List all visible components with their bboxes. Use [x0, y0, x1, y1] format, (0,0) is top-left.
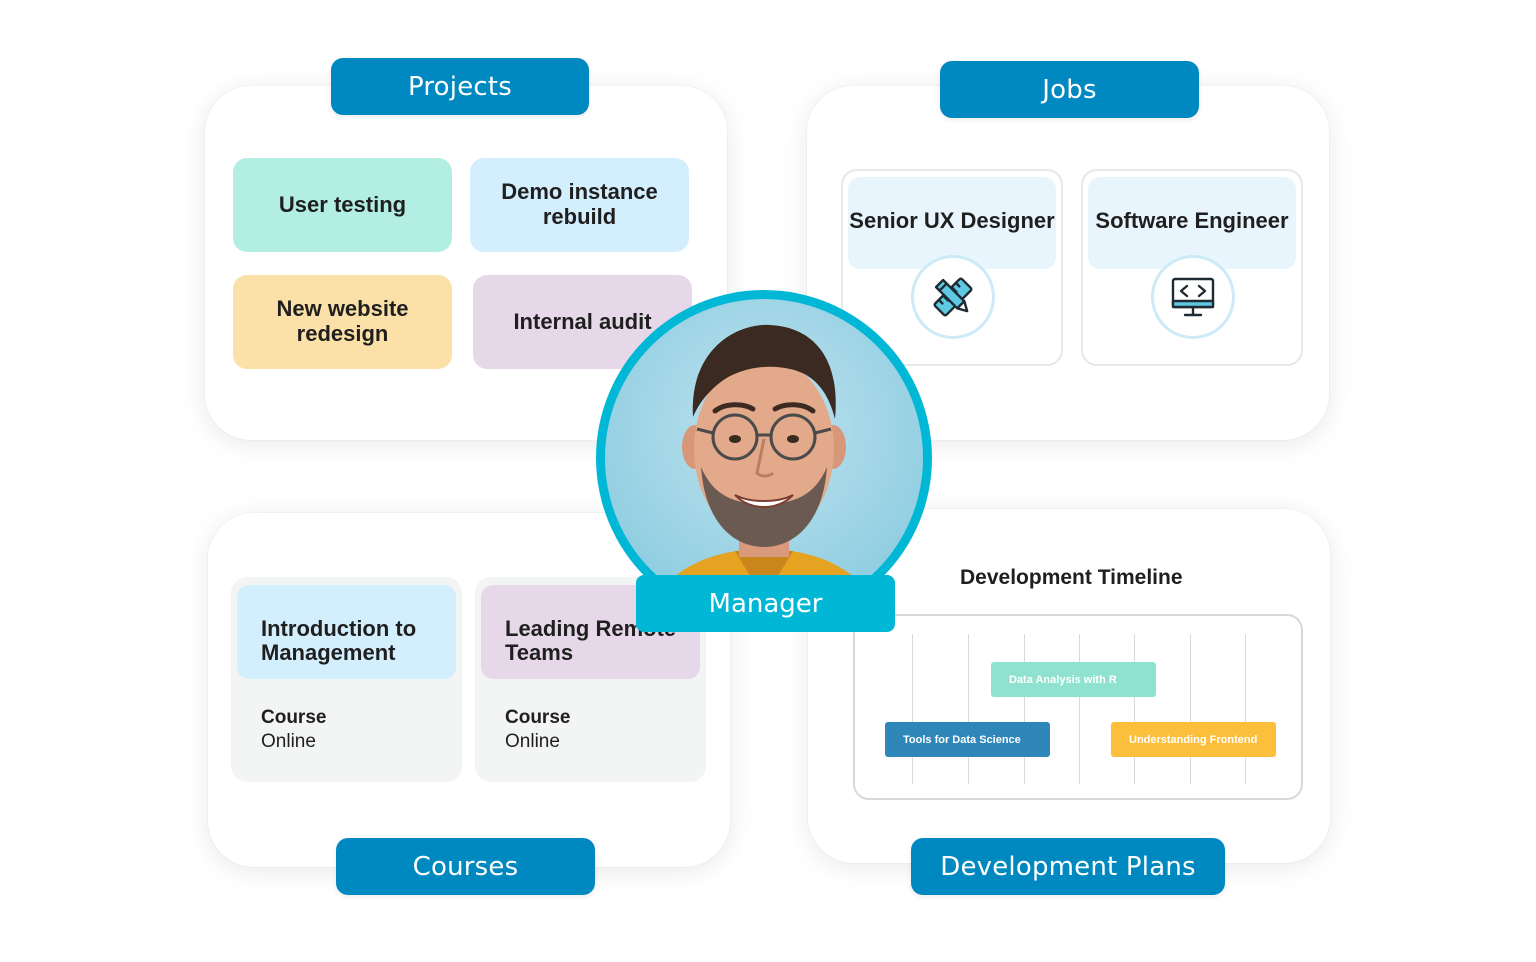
manager-label: Manager — [636, 575, 895, 632]
project-card-user-testing[interactable]: User testing — [233, 158, 452, 252]
project-card-new-website-redesign[interactable]: New website redesign — [233, 275, 452, 369]
jobs-section-label[interactable]: Jobs — [940, 61, 1199, 118]
job-title: Senior UX Designer — [848, 177, 1056, 269]
project-card-label: Demo instance rebuild — [501, 179, 658, 229]
course-title: Introduction to Management — [237, 585, 456, 679]
manager-photo — [605, 299, 923, 617]
project-card-demo-instance-rebuild[interactable]: Demo instance rebuild — [470, 158, 689, 252]
timeline-bar-tools-for-data-science[interactable]: Tools for Data Science — [885, 722, 1050, 757]
job-card-software-engineer[interactable]: Software Engineer — [1081, 169, 1303, 366]
timeline-gridline — [1190, 634, 1191, 784]
timeline-bar-data-analysis[interactable]: Data Analysis with R — [991, 662, 1156, 697]
project-card-label: Internal audit — [513, 308, 652, 334]
courses-section-label[interactable]: Courses — [336, 838, 595, 895]
projects-section-label[interactable]: Projects — [331, 58, 589, 115]
timeline-gridline — [1024, 634, 1025, 784]
project-card-label: New website redesign — [276, 296, 409, 346]
timeline-gridline — [1134, 634, 1135, 784]
project-card-label: User testing — [278, 191, 407, 217]
timeline-title: Development Timeline — [960, 566, 1183, 589]
course-mode: Online — [261, 731, 316, 752]
code-monitor-icon — [1151, 255, 1235, 339]
course-type: Course — [505, 707, 571, 728]
course-card-introduction-to-management[interactable]: Introduction to Management Course Online — [231, 577, 462, 782]
course-type: Course — [261, 707, 327, 728]
timeline-gridline — [968, 634, 969, 784]
timeline-chart: Data Analysis with R Tools for Data Scie… — [853, 614, 1303, 800]
timeline-bar-understanding-frontend[interactable]: Understanding Frontend — [1111, 722, 1276, 757]
development-plans-section-label[interactable]: Development Plans — [911, 838, 1225, 895]
timeline-gridline — [1245, 634, 1246, 784]
timeline-gridline — [912, 634, 913, 784]
course-mode: Online — [505, 731, 560, 752]
design-tools-icon — [911, 255, 995, 339]
timeline-gridline — [1079, 634, 1080, 784]
job-title: Software Engineer — [1088, 177, 1296, 269]
job-card-senior-ux-designer[interactable]: Senior UX Designer — [841, 169, 1063, 366]
